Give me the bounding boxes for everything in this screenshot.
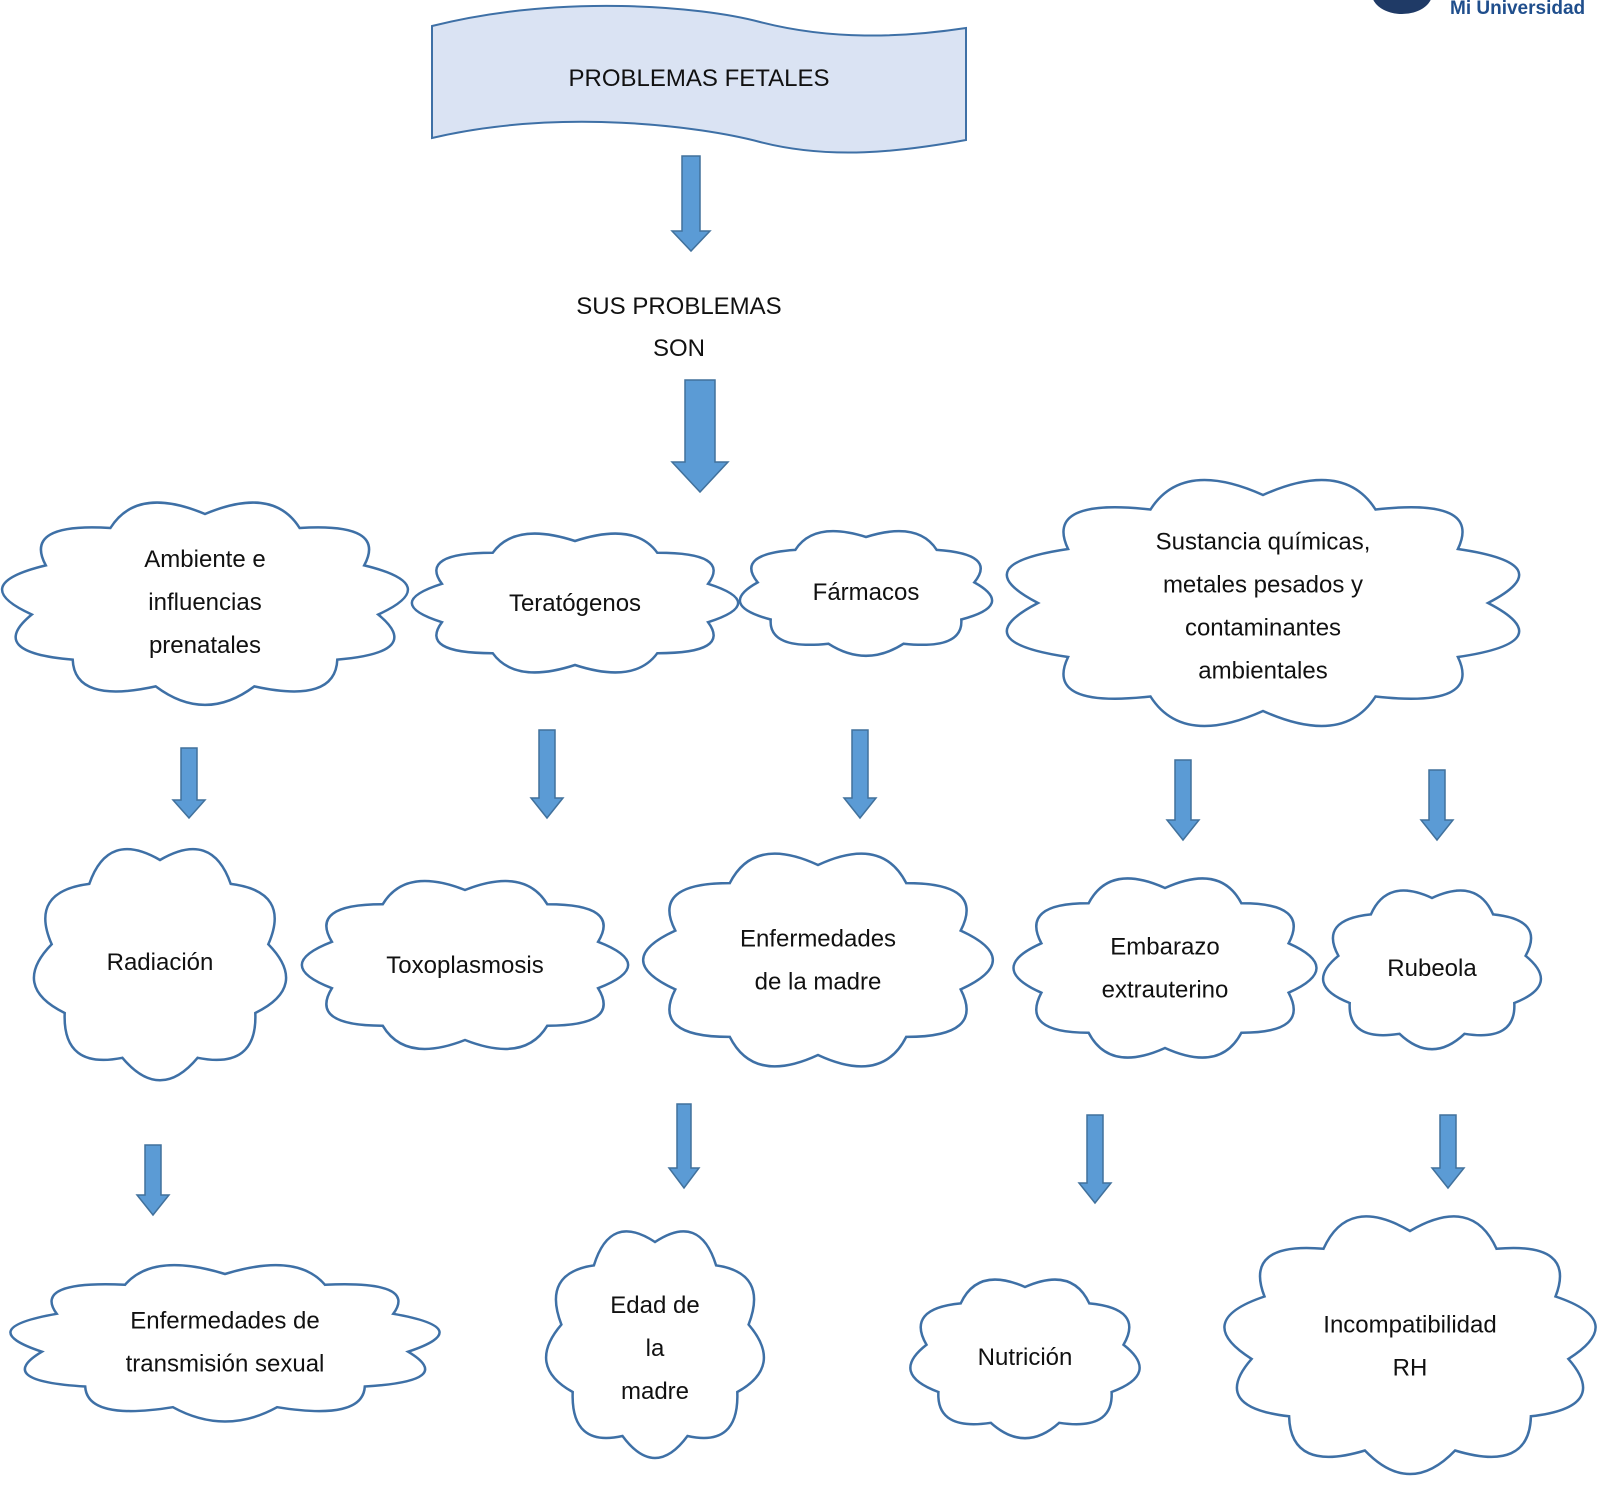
cloud-node-ets: Enfermedades de transmisión sexual xyxy=(9,1263,441,1423)
cloud-shape-edad xyxy=(544,1230,766,1460)
down-arrow-icon xyxy=(529,729,565,820)
cloud-label-enfermedades-madre: Enfermedades xyxy=(740,926,896,953)
cloud-label-incompatibilidad: Incompatibilidad xyxy=(1323,1312,1496,1339)
cloud-shape-toxoplasmosis xyxy=(300,879,630,1051)
cloud-shape-farmacos xyxy=(738,529,994,658)
cloud-label-sustancias: metales pesados y xyxy=(1163,572,1363,599)
cloud-nodes: Ambiente e influencias prenatales Teratógen… xyxy=(0,478,1597,1476)
cloud-shape-incompatibilidad xyxy=(1223,1215,1597,1476)
down-arrow-icon xyxy=(1077,1114,1113,1205)
cloud-node-edad: Edad de la madre xyxy=(544,1230,766,1460)
cloud-node-nutricion: Nutrición xyxy=(909,1278,1141,1440)
cloud-node-sustancias: Sustancia químicas, metales pesados y cont… xyxy=(1005,478,1521,728)
cloud-label-teratogenos: Teratógenos xyxy=(509,590,641,617)
down-arrow-icon xyxy=(135,1144,171,1217)
cloud-label-ambiente: prenatales xyxy=(149,632,261,659)
cloud-shape-ambiente xyxy=(0,501,410,706)
cloud-shape-nutricion xyxy=(909,1278,1141,1440)
cloud-shape-sustancias xyxy=(1005,478,1521,728)
cloud-label-sustancias: contaminantes xyxy=(1185,615,1341,642)
down-arrow-icon xyxy=(842,729,878,820)
cloud-shape-enfermedades-madre xyxy=(642,852,994,1068)
cloud-shape-embarazo xyxy=(1012,877,1318,1059)
cloud-node-toxoplasmosis: Toxoplasmosis xyxy=(300,879,630,1051)
cloud-label-ets: Enfermedades de xyxy=(130,1308,319,1335)
down-arrow-icon xyxy=(670,379,730,494)
cloud-shape-teratogenos xyxy=(410,532,740,674)
cloud-label-ets: transmisión sexual xyxy=(126,1351,325,1378)
down-arrow-icon xyxy=(667,1103,701,1190)
cloud-label-rubeola: Rubeola xyxy=(1387,955,1477,982)
cloud-node-rubeola: Rubeola xyxy=(1321,889,1543,1051)
cloud-node-radiacion: Radiación xyxy=(32,847,288,1082)
subtitle-line-2: SON xyxy=(653,335,705,362)
cloud-label-incompatibilidad: RH xyxy=(1393,1355,1428,1382)
subtitle: SUS PROBLEMAS SON xyxy=(576,293,781,362)
logo-emblem-icon xyxy=(1373,0,1431,14)
cloud-label-edad: Edad de xyxy=(610,1292,699,1319)
university-logo: Mi Universidad xyxy=(1373,0,1585,19)
cloud-label-sustancias: Sustancia químicas, xyxy=(1156,529,1371,556)
cloud-node-farmacos: Fármacos xyxy=(738,529,994,658)
cloud-node-enfermedades-madre: Enfermedades de la madre xyxy=(642,852,994,1068)
down-arrow-icon xyxy=(670,155,712,253)
cloud-node-teratogenos: Teratógenos xyxy=(410,532,740,674)
cloud-label-edad: la xyxy=(646,1335,665,1362)
subtitle-line-1: SUS PROBLEMAS xyxy=(576,293,781,320)
cloud-label-farmacos: Fármacos xyxy=(813,579,920,606)
cloud-label-embarazo: extrauterino xyxy=(1102,977,1229,1004)
down-arrow-icon xyxy=(1419,769,1455,842)
cloud-node-embarazo: Embarazo extrauterino xyxy=(1012,877,1318,1059)
logo-text: Mi Universidad xyxy=(1450,0,1585,19)
title-banner-shape xyxy=(431,4,967,154)
cloud-label-enfermedades-madre: de la madre xyxy=(755,969,882,996)
page-title: PROBLEMAS FETALES xyxy=(569,65,830,92)
cloud-label-ambiente: Ambiente e xyxy=(144,546,265,573)
cloud-shape-ets xyxy=(9,1263,441,1423)
cloud-label-toxoplasmosis: Toxoplasmosis xyxy=(386,952,543,979)
cloud-node-ambiente: Ambiente e influencias prenatales xyxy=(0,501,410,706)
down-arrow-icon xyxy=(171,747,207,820)
down-arrow-icon xyxy=(1430,1114,1466,1190)
down-arrow-icon xyxy=(1165,759,1201,842)
cloud-label-ambiente: influencias xyxy=(148,589,261,616)
cloud-label-nutricion: Nutrición xyxy=(978,1344,1073,1371)
cloud-label-embarazo: Embarazo xyxy=(1110,934,1219,961)
cloud-label-sustancias: ambientales xyxy=(1198,658,1327,685)
cloud-shape-radiacion xyxy=(32,847,288,1082)
arrows xyxy=(135,155,1466,1217)
cloud-shape-rubeola xyxy=(1321,889,1543,1051)
title-banner: PROBLEMAS FETALES xyxy=(431,4,967,154)
cloud-label-edad: madre xyxy=(621,1378,689,1405)
cloud-label-radiacion: Radiación xyxy=(107,949,214,976)
